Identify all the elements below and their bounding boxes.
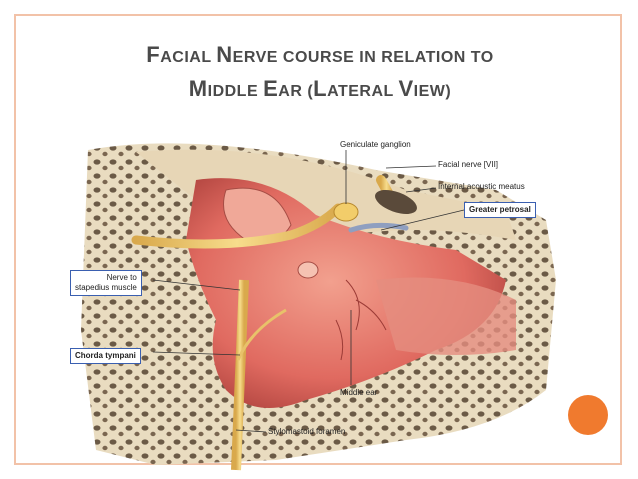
label-nerve-to-stapedius-line-1: Nerve to bbox=[106, 273, 137, 282]
auditory-tube bbox=[376, 277, 516, 355]
leader-lines bbox=[152, 150, 465, 433]
greater-petrosal-nerve bbox=[348, 222, 409, 233]
slide-title-line-1: FACIAL NERVE COURSE IN RELATION TO bbox=[146, 42, 494, 67]
geniculate-ganglion-shape bbox=[333, 202, 359, 222]
slide-title-line-2: MIDDLE EAR (LATERAL VIEW) bbox=[188, 76, 452, 101]
label-geniculate-ganglion: Geniculate ganglion bbox=[340, 140, 411, 149]
label-internal-acoustic-meatus: Internal acoustic meatus bbox=[438, 182, 525, 191]
stapes bbox=[297, 261, 319, 279]
facial-nerve-segment bbox=[131, 203, 343, 249]
middle-ear-illustration: Geniculate ganglion Facial nerve [VII] I… bbox=[70, 130, 556, 472]
label-chorda-tympani: Chorda tympani bbox=[70, 348, 141, 364]
decorative-orange-circle bbox=[568, 395, 608, 435]
anatomy-drawing bbox=[81, 143, 556, 471]
label-nerve-to-stapedius-line-2: stapedius muscle bbox=[75, 283, 137, 292]
label-nerve-to-stapedius: Nerve to stapedius muscle bbox=[70, 270, 142, 296]
label-greater-petrosal: Greater petrosal bbox=[464, 202, 536, 218]
blood-vessels bbox=[335, 279, 387, 361]
facial-nerve-descending bbox=[231, 279, 249, 471]
label-facial-nerve: Facial nerve [VII] bbox=[438, 160, 499, 169]
internal-acoustic-meatus-opening bbox=[375, 189, 417, 215]
label-middle-ear: Middle ear bbox=[340, 388, 378, 397]
chorda-tympani-branch bbox=[236, 308, 287, 361]
slide-frame bbox=[14, 14, 622, 465]
bone-roof bbox=[136, 149, 516, 240]
label-stylomastoid-foramen: Stylomastoid foramen bbox=[268, 427, 346, 436]
